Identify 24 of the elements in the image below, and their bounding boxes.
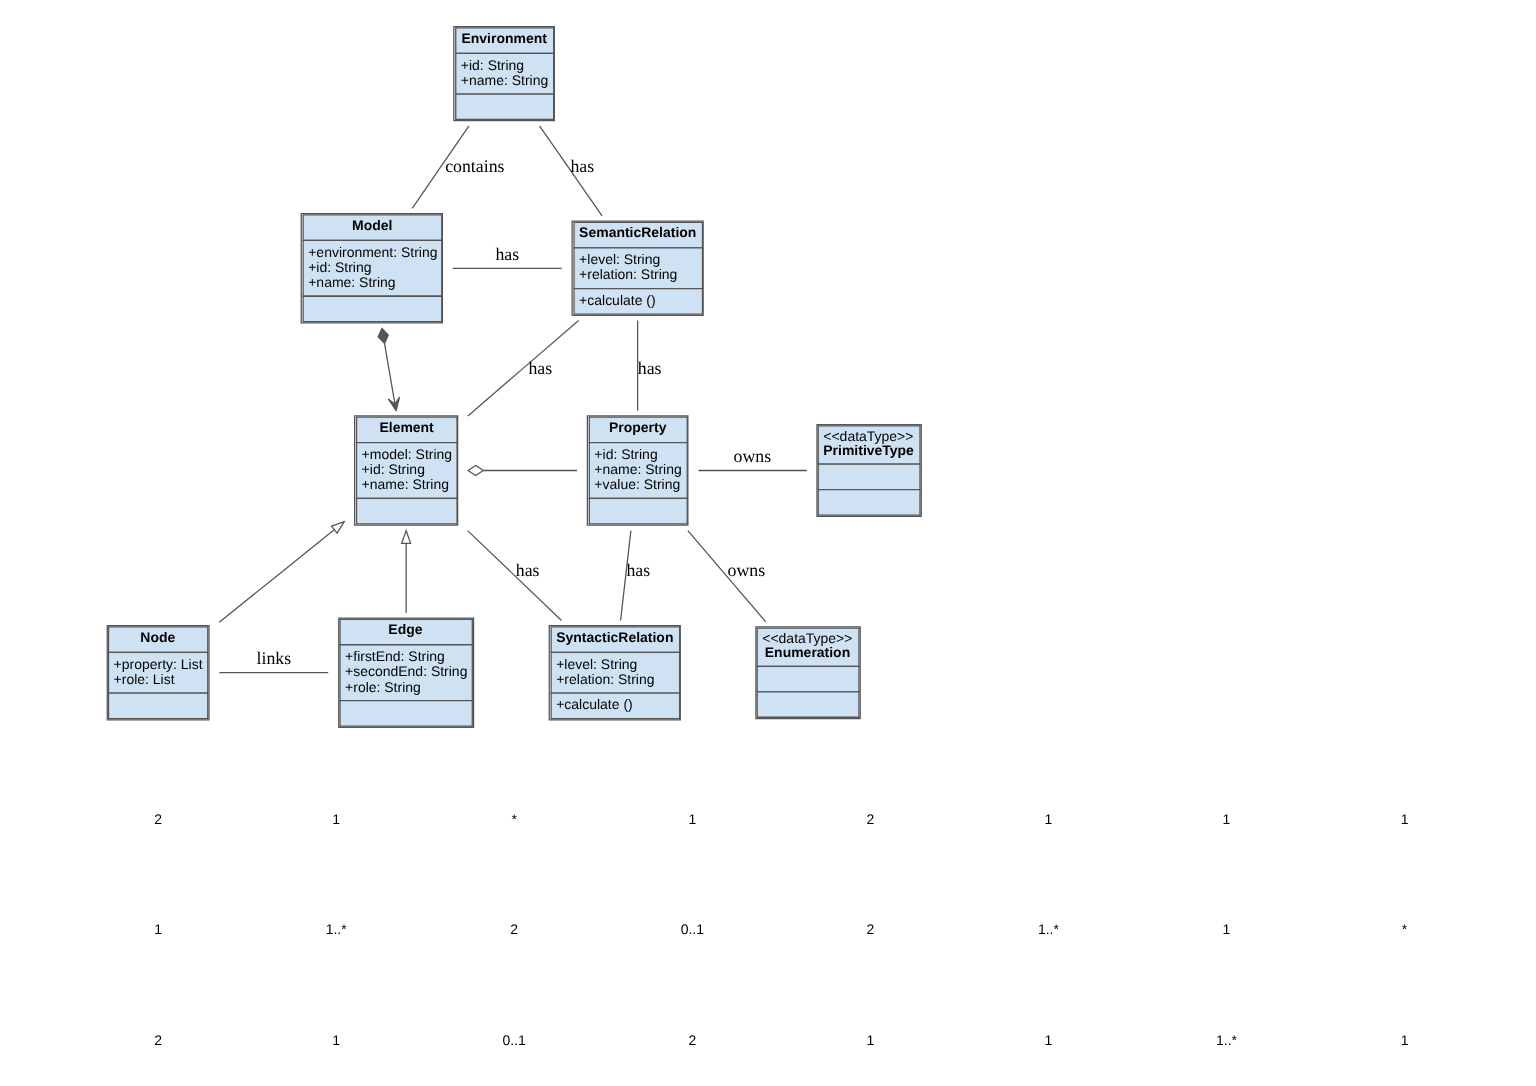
arrow [218,520,346,623]
edge-label: has [528,358,553,379]
edge-label: has [515,560,540,581]
edge-label: has [637,358,662,379]
connector [637,319,639,412]
connector [466,464,578,477]
connector [467,319,580,417]
connector [466,529,563,622]
connector [697,469,808,472]
connector [411,125,470,209]
connector [452,267,563,269]
edge-label: owns [733,445,772,466]
arrow [377,327,401,412]
edge-label: owns [727,560,766,581]
connector [218,672,329,674]
connector [538,125,603,217]
edge-label: has [495,243,520,264]
edge-label: has [626,560,651,581]
edge-label: links [256,648,292,669]
edge-label: contains [445,155,505,176]
connector [687,529,767,623]
edge-label: has [570,155,595,176]
connector [619,529,632,622]
arrow [400,528,412,614]
